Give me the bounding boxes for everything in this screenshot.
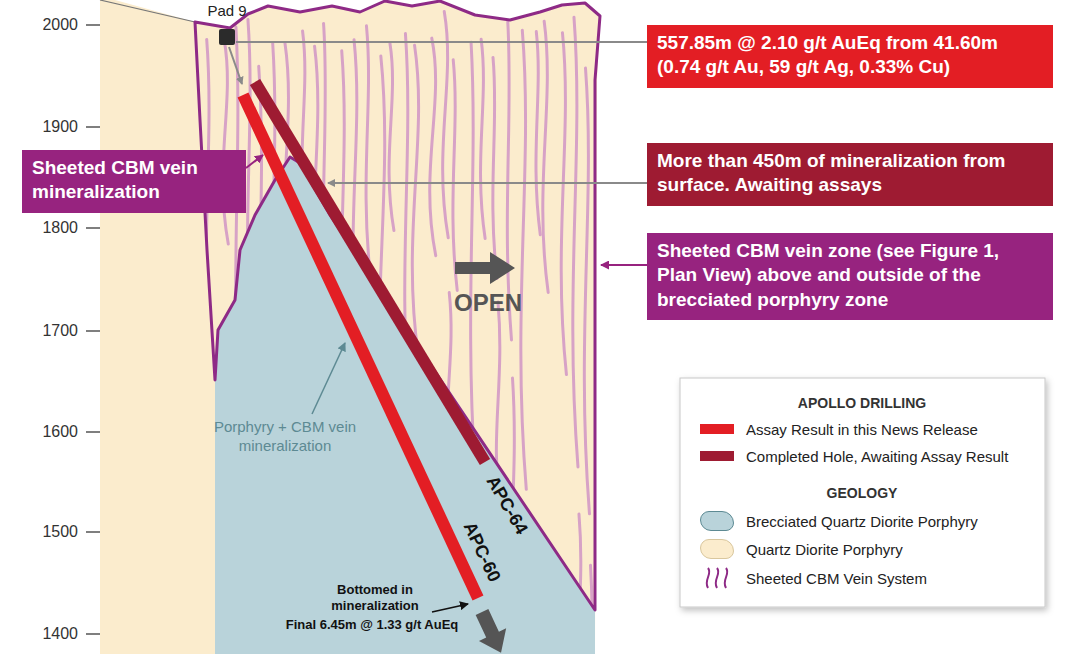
vein-stroke [443, 11, 449, 237]
legend-swatch [700, 424, 734, 434]
pad-arrow [229, 47, 242, 84]
legend-text: Completed Hole, Awaiting Assay Result [746, 448, 1008, 465]
leader-line [328, 182, 647, 184]
vein-stroke [536, 32, 540, 235]
legend-text: Assay Result in this News Release [746, 421, 978, 438]
vein-stroke [725, 568, 728, 588]
vein-stroke [598, 43, 604, 520]
leader-line [601, 264, 647, 266]
drill-pad [219, 29, 235, 45]
legend-swatch [700, 566, 734, 590]
axis-value: 1600 [42, 422, 78, 442]
axis-ticks [86, 25, 100, 634]
legend-text: Sheeted CBM Vein System [746, 570, 927, 587]
legend-swatch [700, 451, 734, 461]
legend-swatch [700, 511, 734, 531]
zone-label: Porphyry + CBM vein mineralization [210, 418, 360, 456]
callout-text: Sheeted CBM vein zone (see Figure 1, Pla… [657, 239, 1043, 312]
vein-stroke [707, 568, 710, 588]
leader-line [246, 155, 263, 168]
zone-callout: Sheeted CBM vein zone (see Figure 1, Pla… [647, 233, 1053, 320]
leader-line [432, 604, 468, 612]
vein-stroke [412, 45, 418, 357]
drill-hole-apc60 [243, 95, 478, 598]
vein-stroke [584, 68, 589, 514]
vein-stroke [430, 38, 436, 256]
open-arrow [468, 606, 514, 654]
axis-value: 1500 [42, 522, 78, 542]
vein-stroke [561, 33, 566, 375]
callout-text: 557.85m @ 2.10 g/t AuEq from 41.60m (0.7… [657, 31, 1043, 80]
axis-value: 1900 [42, 117, 78, 137]
legend-heading: APOLLO DRILLING [798, 395, 926, 413]
callout-text: More than 450m of mineralization from su… [657, 149, 1043, 198]
leader-line [312, 343, 345, 414]
vein-stroke [493, 57, 497, 278]
vein-symbol [700, 566, 734, 590]
drill-hole-apc64 [255, 82, 485, 462]
vein-stroke [206, 39, 211, 387]
leader-line [236, 41, 647, 43]
quartz-diorite [100, 0, 600, 654]
note-text: Final 6.45m @ 1.33 g/t AuEq [286, 617, 459, 633]
vein-stroke [716, 568, 719, 588]
vein-stroke [366, 26, 370, 277]
legend-swatch [700, 539, 734, 559]
pending-callout: More than 450m of mineralization from su… [647, 143, 1053, 206]
callout-text: Sheeted CBM vein mineralization [32, 156, 236, 205]
axis-value: 1800 [42, 218, 78, 238]
note-text: Bottomed in mineralization [319, 582, 431, 615]
zone-callout: Sheeted CBM vein mineralization [22, 150, 246, 213]
vein-stroke [453, 60, 457, 291]
vein-stroke [573, 17, 578, 467]
open-arrow [455, 252, 515, 284]
vein-stroke [521, 30, 526, 489]
vein-zone-outline [195, 1, 600, 610]
assay-callout: 557.85m @ 2.10 g/t AuEq from 41.60m (0.7… [647, 25, 1053, 88]
topography [100, 0, 195, 22]
legend-panel [680, 378, 1045, 607]
legend-text: Brecciated Quartz Diorite Porphyry [746, 513, 978, 530]
vein-stroke [471, 42, 475, 471]
vein-stroke [481, 39, 486, 238]
open-label: OPEN [454, 288, 522, 318]
legend-heading: GEOLOGY [827, 485, 898, 503]
legend-text: Quartz Diorite Porphyry [746, 541, 903, 558]
pad-name: Pad 9 [207, 2, 246, 21]
axis-value: 1700 [42, 321, 78, 341]
axis-value: 2000 [42, 15, 78, 35]
vein-strokes [206, 11, 604, 654]
vein-stroke [223, 40, 228, 244]
brecciated-porphyry [215, 157, 595, 654]
vein-stroke [543, 21, 548, 292]
axis-value: 1400 [42, 624, 78, 644]
vein-stroke [389, 43, 394, 230]
